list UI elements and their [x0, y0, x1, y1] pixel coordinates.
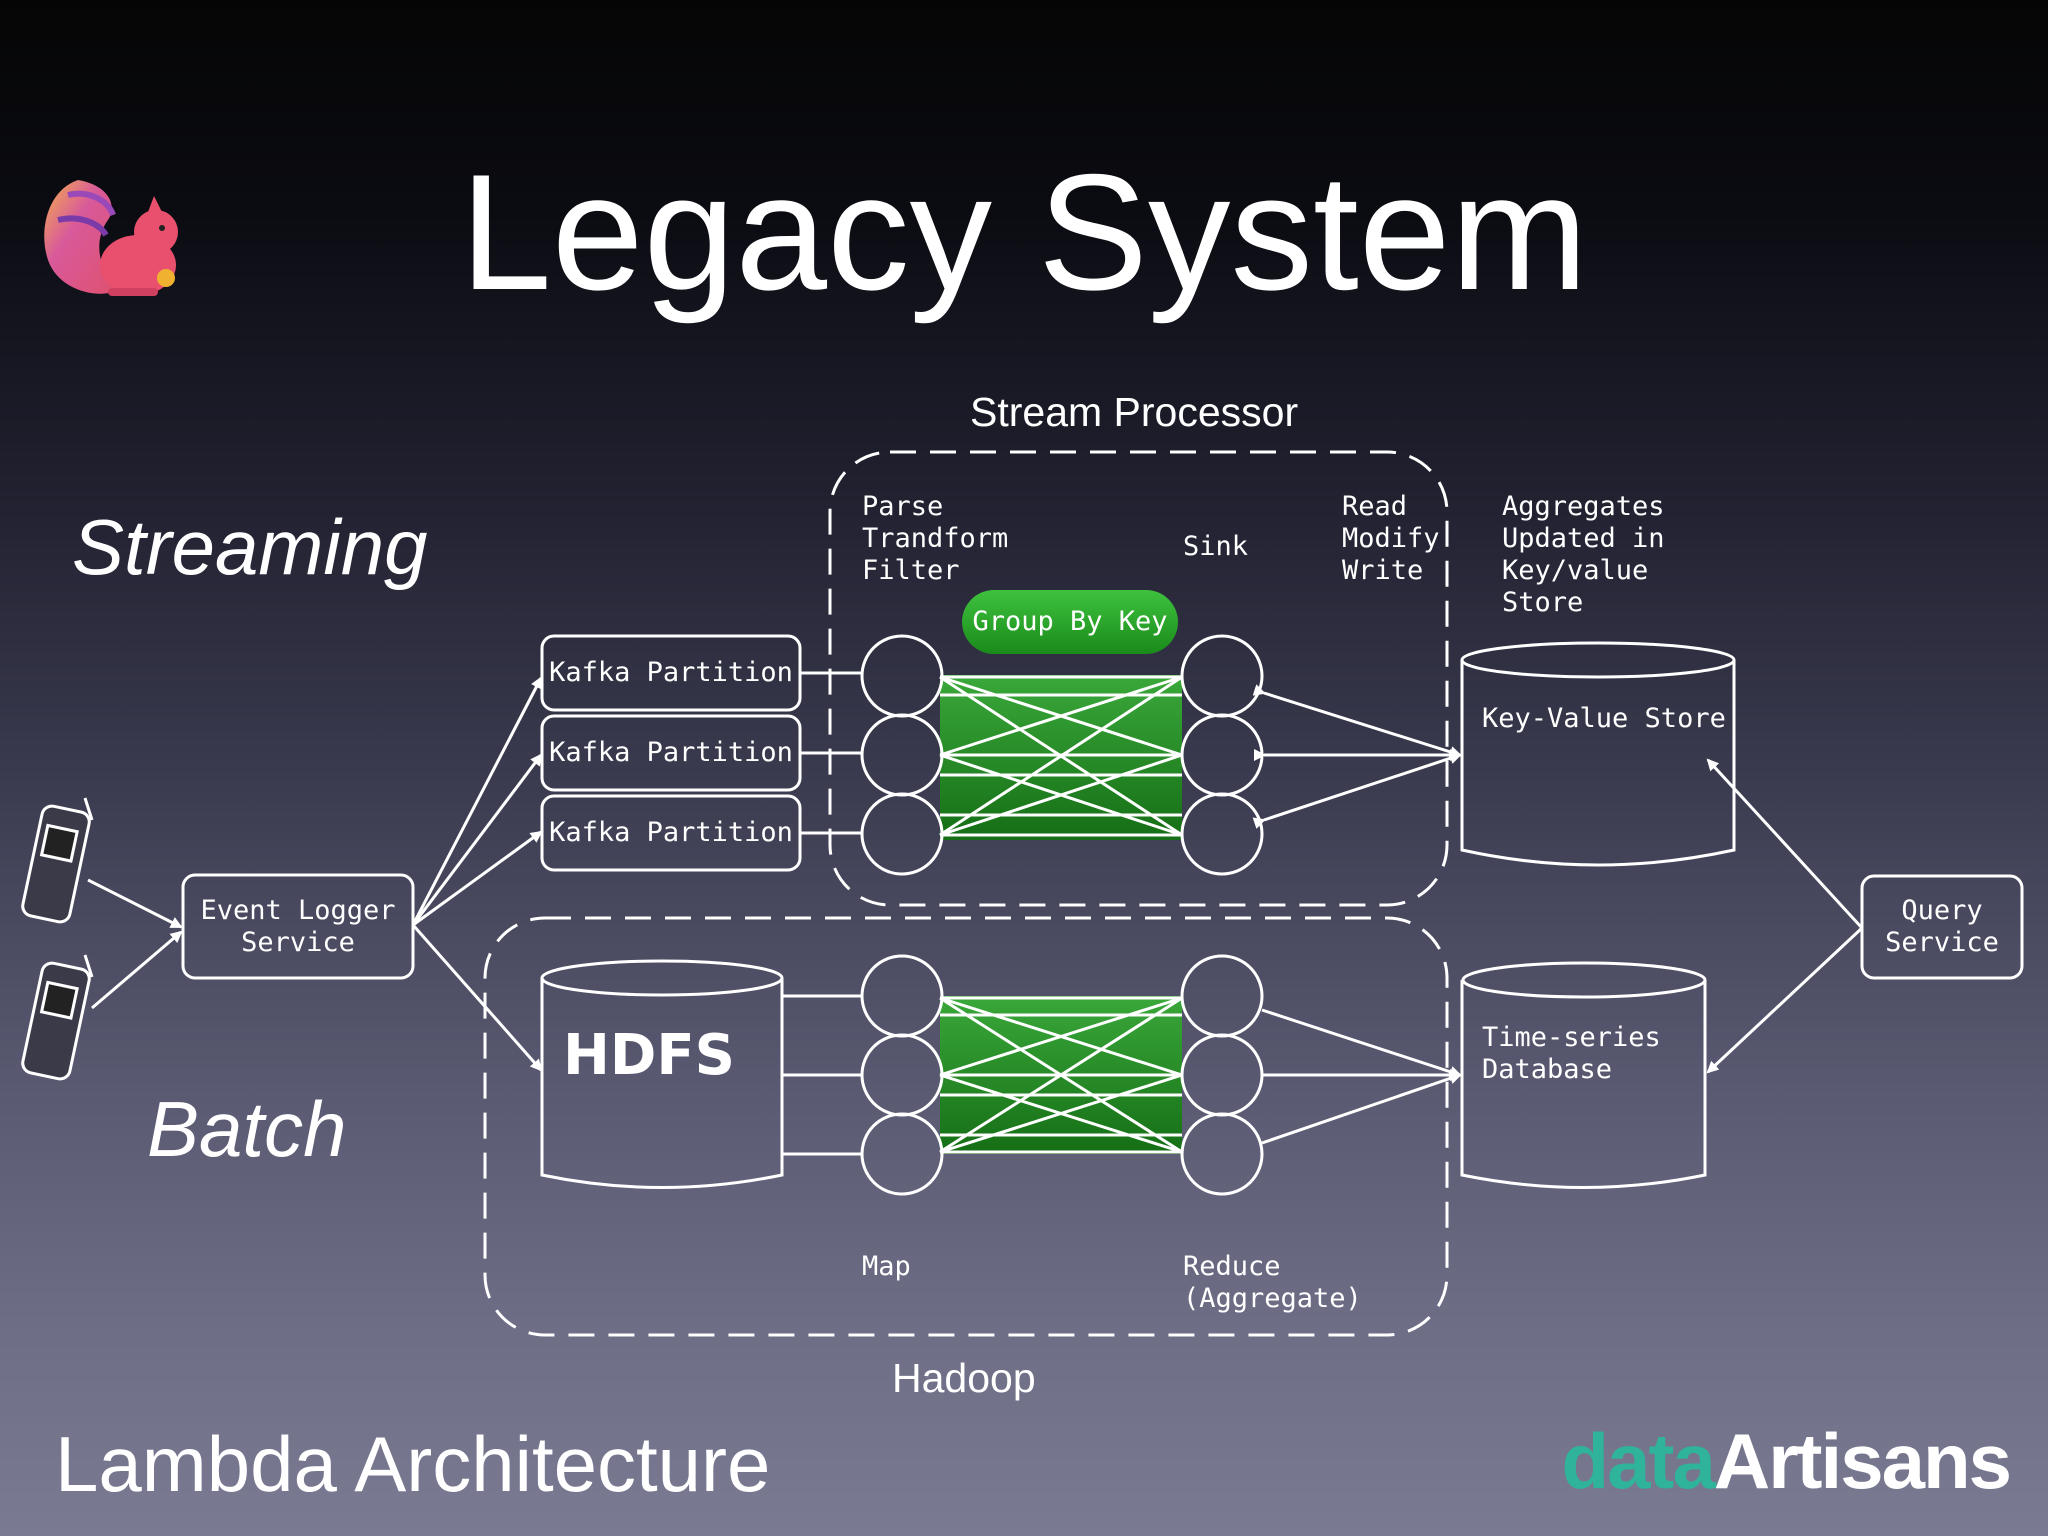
hdfs-cylinder [540, 959, 784, 1189]
squirrel-logo-icon [44, 180, 178, 296]
map-operator [860, 1112, 944, 1196]
sink-operator [1180, 634, 1264, 718]
group-by-key-label: Group By Key [962, 590, 1178, 654]
parse-operator [860, 792, 944, 876]
parse-operator [860, 634, 944, 718]
kv-store-cylinder [1460, 641, 1736, 867]
parse-operator [860, 713, 944, 797]
tsdb-cylinder [1460, 961, 1707, 1189]
data-artisans-logo: dataArtisans [1561, 1417, 2012, 1505]
reduce-operator [1180, 1033, 1264, 1117]
sink-label: Sink [1183, 531, 1249, 562]
stream-processor-container [828, 450, 1449, 907]
phone-icon [21, 954, 94, 1081]
streaming-label: Streaming [72, 503, 428, 591]
kafka-partition-label: Kafka Partition [549, 657, 793, 688]
map-operator [860, 1033, 944, 1117]
map-operator [860, 954, 944, 1038]
hdfs-label: HDFS [563, 1023, 735, 1088]
kv-store-label: Key-Value Store [1482, 703, 1726, 734]
reduce-operator [1180, 954, 1264, 1038]
footer-title: Lambda Architecture [55, 1420, 771, 1508]
batch-label: Batch [147, 1085, 347, 1173]
hadoop-container [483, 916, 1449, 1337]
kafka-partition-label: Kafka Partition [549, 737, 793, 768]
hadoop-label: Hadoop [892, 1355, 1036, 1401]
kafka-partition-label: Kafka Partition [549, 817, 793, 848]
slide-title: Legacy System [459, 140, 1588, 324]
phone-icon [21, 797, 94, 924]
reduce-label: Reduce(Aggregate) [1183, 1251, 1362, 1314]
sink-operator [1180, 792, 1264, 876]
reduce-operator [1180, 1112, 1264, 1196]
map-label: Map [862, 1251, 911, 1282]
stream-processor-label: Stream Processor [970, 389, 1299, 435]
sink-operator [1180, 713, 1264, 797]
